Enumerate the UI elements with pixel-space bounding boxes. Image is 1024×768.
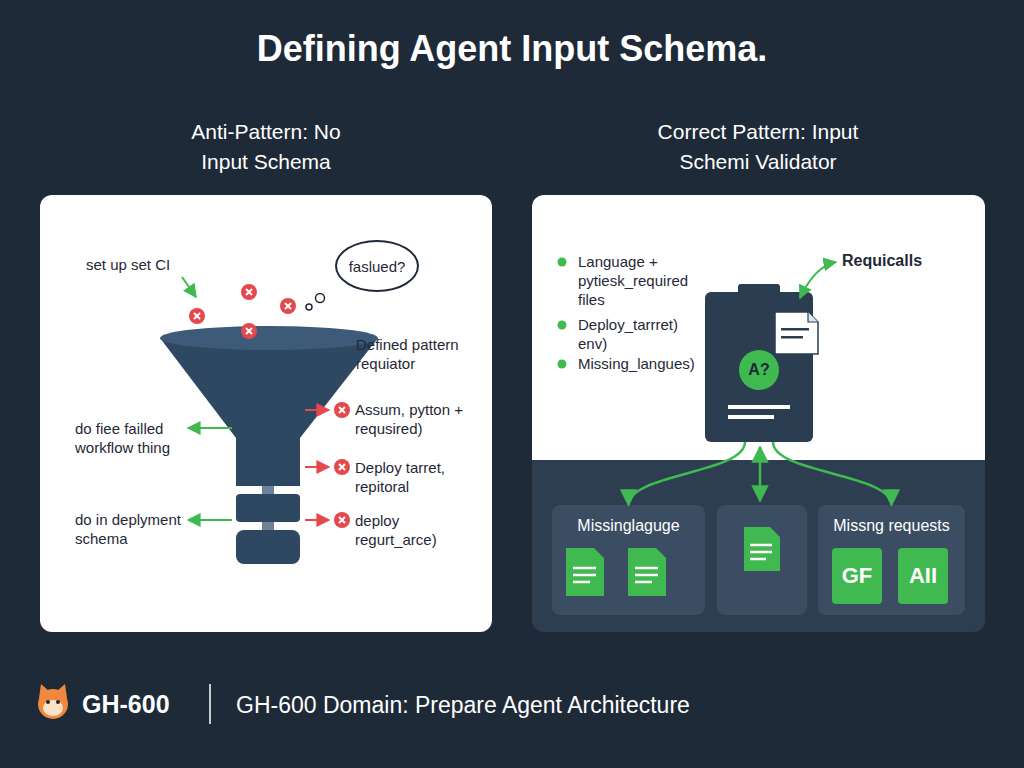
flow-connector [629, 442, 746, 505]
annotation: set up set CI [86, 255, 206, 274]
file-icon [628, 548, 666, 596]
document-page [775, 312, 818, 354]
file-tile: AII [898, 548, 948, 604]
annotation: deploy regurt_arce) [355, 511, 460, 549]
annotation: do fiee failled workflow thing [75, 419, 193, 457]
error-icon [334, 512, 350, 528]
page-fold [808, 312, 818, 322]
leader-arrow [305, 519, 329, 521]
requirement-item: Language + pytiesk_required files [578, 252, 713, 309]
footer-divider [209, 684, 211, 724]
leader-arrow [800, 262, 836, 298]
requirement-item: Missing_langues) [578, 354, 728, 373]
error-mark [280, 298, 296, 314]
funnel-stem [236, 438, 300, 486]
bullet [558, 360, 567, 369]
requirement-label: Requicalls [842, 251, 962, 271]
annotation: do in deplyment schema [75, 510, 190, 548]
error-icon [334, 459, 350, 475]
file-icon [566, 548, 604, 596]
leader-arrow [188, 519, 232, 521]
funnel-base [236, 530, 300, 564]
thought-bubble: faslued? [335, 240, 419, 292]
output-box [717, 505, 807, 615]
error-mark [241, 323, 257, 339]
panel-heading: Anti-Pattern: No Input Schema [166, 117, 366, 177]
error-icon [334, 402, 350, 418]
output-box: Missng requestsGF AII [818, 505, 965, 615]
page-line [781, 328, 809, 331]
clipboard-line [728, 405, 790, 409]
mascot-logo [38, 684, 68, 719]
bullet [558, 321, 567, 330]
box-title: Missinglaguge [552, 517, 705, 535]
file-tile-text: AII [909, 563, 937, 589]
bubble-text: faslued? [349, 258, 406, 275]
requirement-item: Deploy_tarrret) env) [578, 315, 703, 353]
footer-brand: GH-600 [82, 689, 202, 721]
funnel-cone [160, 338, 378, 438]
diagram-title: Defining Agent Input Schema. [0, 28, 1024, 70]
thought-dot [306, 304, 312, 310]
annotation: Defined pattern requiator [356, 335, 481, 373]
clipboard-tab [738, 284, 780, 296]
file-tile: GF [832, 548, 882, 604]
output-box: Missinglaguge [552, 505, 705, 615]
validator-badge: A? [739, 350, 779, 390]
panel-heading: Correct Pattern: Input Schemi Validator [643, 117, 873, 177]
file-icon [744, 527, 780, 571]
leader-arrow [182, 277, 196, 297]
funnel-joint [262, 522, 274, 530]
file-tile-text: GF [842, 563, 873, 589]
funnel-rim [160, 326, 378, 350]
leader-arrow [305, 409, 329, 411]
schema-validator: A? [705, 292, 813, 442]
leader-arrow [305, 466, 329, 468]
error-mark [189, 308, 205, 324]
bullet [558, 258, 567, 267]
annotation: Assum, pytton + requsired) [355, 400, 477, 438]
flow-arrow [759, 447, 762, 501]
error-mark [241, 284, 257, 300]
clipboard-line [728, 415, 774, 419]
footer-domain: GH-600 Domain: Prepare Agent Architectur… [236, 691, 796, 720]
funnel-joint [262, 486, 274, 494]
box-title: Missng requests [818, 517, 965, 535]
page-line [781, 336, 803, 339]
annotation: Deploy tarret, repitoral [355, 458, 480, 496]
funnel-segment [236, 494, 300, 522]
leader-arrow [188, 427, 232, 429]
thought-dot [316, 294, 325, 303]
flow-connector [773, 442, 892, 505]
